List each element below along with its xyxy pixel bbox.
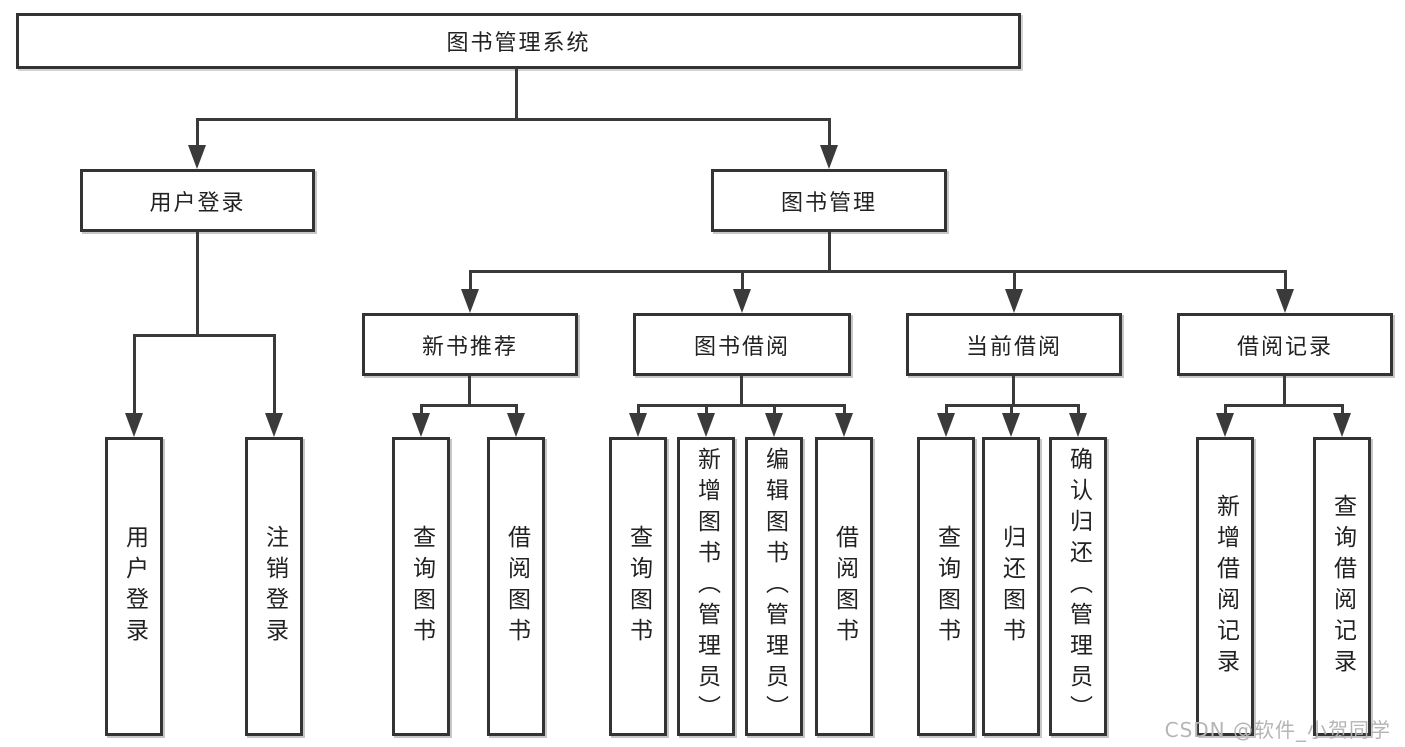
leaf-label: 查询图书 <box>933 524 960 649</box>
connector-line <box>1283 376 1286 407</box>
connector-line <box>828 232 831 273</box>
leaf-query-books-current: 查询图书 <box>917 437 975 736</box>
leaf-label: 确认归还（管理员） <box>1065 447 1092 726</box>
leaf-label: 新增图书（管理员） <box>693 447 720 726</box>
connector-line <box>637 404 846 407</box>
leaf-label: 借阅图书 <box>503 524 530 649</box>
leaf-label: 归还图书 <box>998 524 1025 649</box>
connector-line <box>196 118 831 121</box>
connector-line <box>196 118 199 146</box>
connector-line <box>705 404 708 413</box>
arrow-down-icon <box>125 413 143 437</box>
leaf-query-borrow-record: 查询借阅记录 <box>1313 437 1371 736</box>
leaf-add-borrow-record: 新增借阅记录 <box>1196 437 1254 736</box>
arrow-down-icon <box>697 413 715 437</box>
leaf-label: 查询图书 <box>408 524 435 649</box>
connector-line <box>273 334 276 413</box>
connector-line <box>945 404 948 413</box>
node-root: 图书管理系统 <box>16 13 1021 69</box>
connector-line <box>637 404 640 413</box>
connector-line <box>1010 404 1013 413</box>
arrow-down-icon <box>733 289 751 313</box>
arrow-down-icon <box>1002 413 1020 437</box>
connector-line <box>1224 404 1227 413</box>
connector-line <box>1284 270 1287 289</box>
arrow-down-icon <box>1276 289 1294 313</box>
arrow-down-icon <box>1333 413 1351 437</box>
arrow-down-icon <box>629 413 647 437</box>
leaf-borrow-books-recommend: 借阅图书 <box>487 437 545 736</box>
leaf-label: 借阅图书 <box>831 524 858 649</box>
arrow-down-icon <box>1005 289 1023 313</box>
arrow-down-icon <box>461 289 479 313</box>
node-new-book-recommend: 新书推荐 <box>362 313 578 376</box>
connector-line <box>1224 404 1344 407</box>
connector-line <box>741 270 744 289</box>
arrow-down-icon <box>1069 413 1087 437</box>
arrow-down-icon <box>265 413 283 437</box>
node-current-borrow: 当前借阅 <box>906 313 1122 376</box>
leaf-label: 查询图书 <box>625 524 652 649</box>
connector-line <box>773 404 776 413</box>
leaf-query-books-borrow: 查询图书 <box>609 437 667 736</box>
connector-line <box>1013 270 1016 289</box>
leaf-confirm-return-admin: 确认归还（管理员） <box>1049 437 1107 736</box>
arrow-down-icon <box>507 413 525 437</box>
connector-line <box>196 232 199 336</box>
leaf-return-book: 归还图书 <box>982 437 1040 736</box>
node-book-management: 图书管理 <box>711 169 947 232</box>
arrow-down-icon <box>188 145 206 169</box>
connector-line <box>1012 376 1015 407</box>
leaf-label: 用户登录 <box>121 524 148 649</box>
node-borrow-records: 借阅记录 <box>1177 313 1393 376</box>
connector-line <box>469 270 1287 273</box>
arrow-down-icon <box>820 145 838 169</box>
arrow-down-icon <box>835 413 853 437</box>
leaf-label: 新增借阅记录 <box>1212 493 1239 680</box>
node-book-borrow: 图书借阅 <box>633 313 851 376</box>
connector-line <box>515 69 518 120</box>
connector-line <box>828 118 831 146</box>
leaf-query-books-recommend: 查询图书 <box>392 437 450 736</box>
leaf-label: 查询借阅记录 <box>1329 493 1356 680</box>
connector-line <box>843 404 846 413</box>
arrow-down-icon <box>765 413 783 437</box>
watermark: CSDN @软件_小贺同学 <box>1164 718 1391 742</box>
connector-line <box>133 334 136 413</box>
connector-line <box>1341 404 1344 413</box>
connector-line <box>133 334 275 337</box>
arrow-down-icon <box>937 413 955 437</box>
node-user-login: 用户登录 <box>80 169 315 232</box>
leaf-logout: 注销登录 <box>245 437 303 736</box>
leaf-label: 编辑图书（管理员） <box>761 447 788 726</box>
arrow-down-icon <box>1216 413 1234 437</box>
connector-line <box>420 404 518 407</box>
leaf-add-book-admin: 新增图书（管理员） <box>677 437 735 736</box>
connector-line <box>1077 404 1080 413</box>
leaf-user-login: 用户登录 <box>105 437 163 736</box>
connector-line <box>469 270 472 289</box>
connector-line <box>515 404 518 413</box>
leaf-label: 注销登录 <box>261 524 288 649</box>
connector-line <box>740 376 743 407</box>
leaf-borrow-books: 借阅图书 <box>815 437 873 736</box>
arrow-down-icon <box>412 413 430 437</box>
connector-line <box>420 404 423 413</box>
connector-line <box>468 376 471 407</box>
leaf-edit-book-admin: 编辑图书（管理员） <box>745 437 803 736</box>
